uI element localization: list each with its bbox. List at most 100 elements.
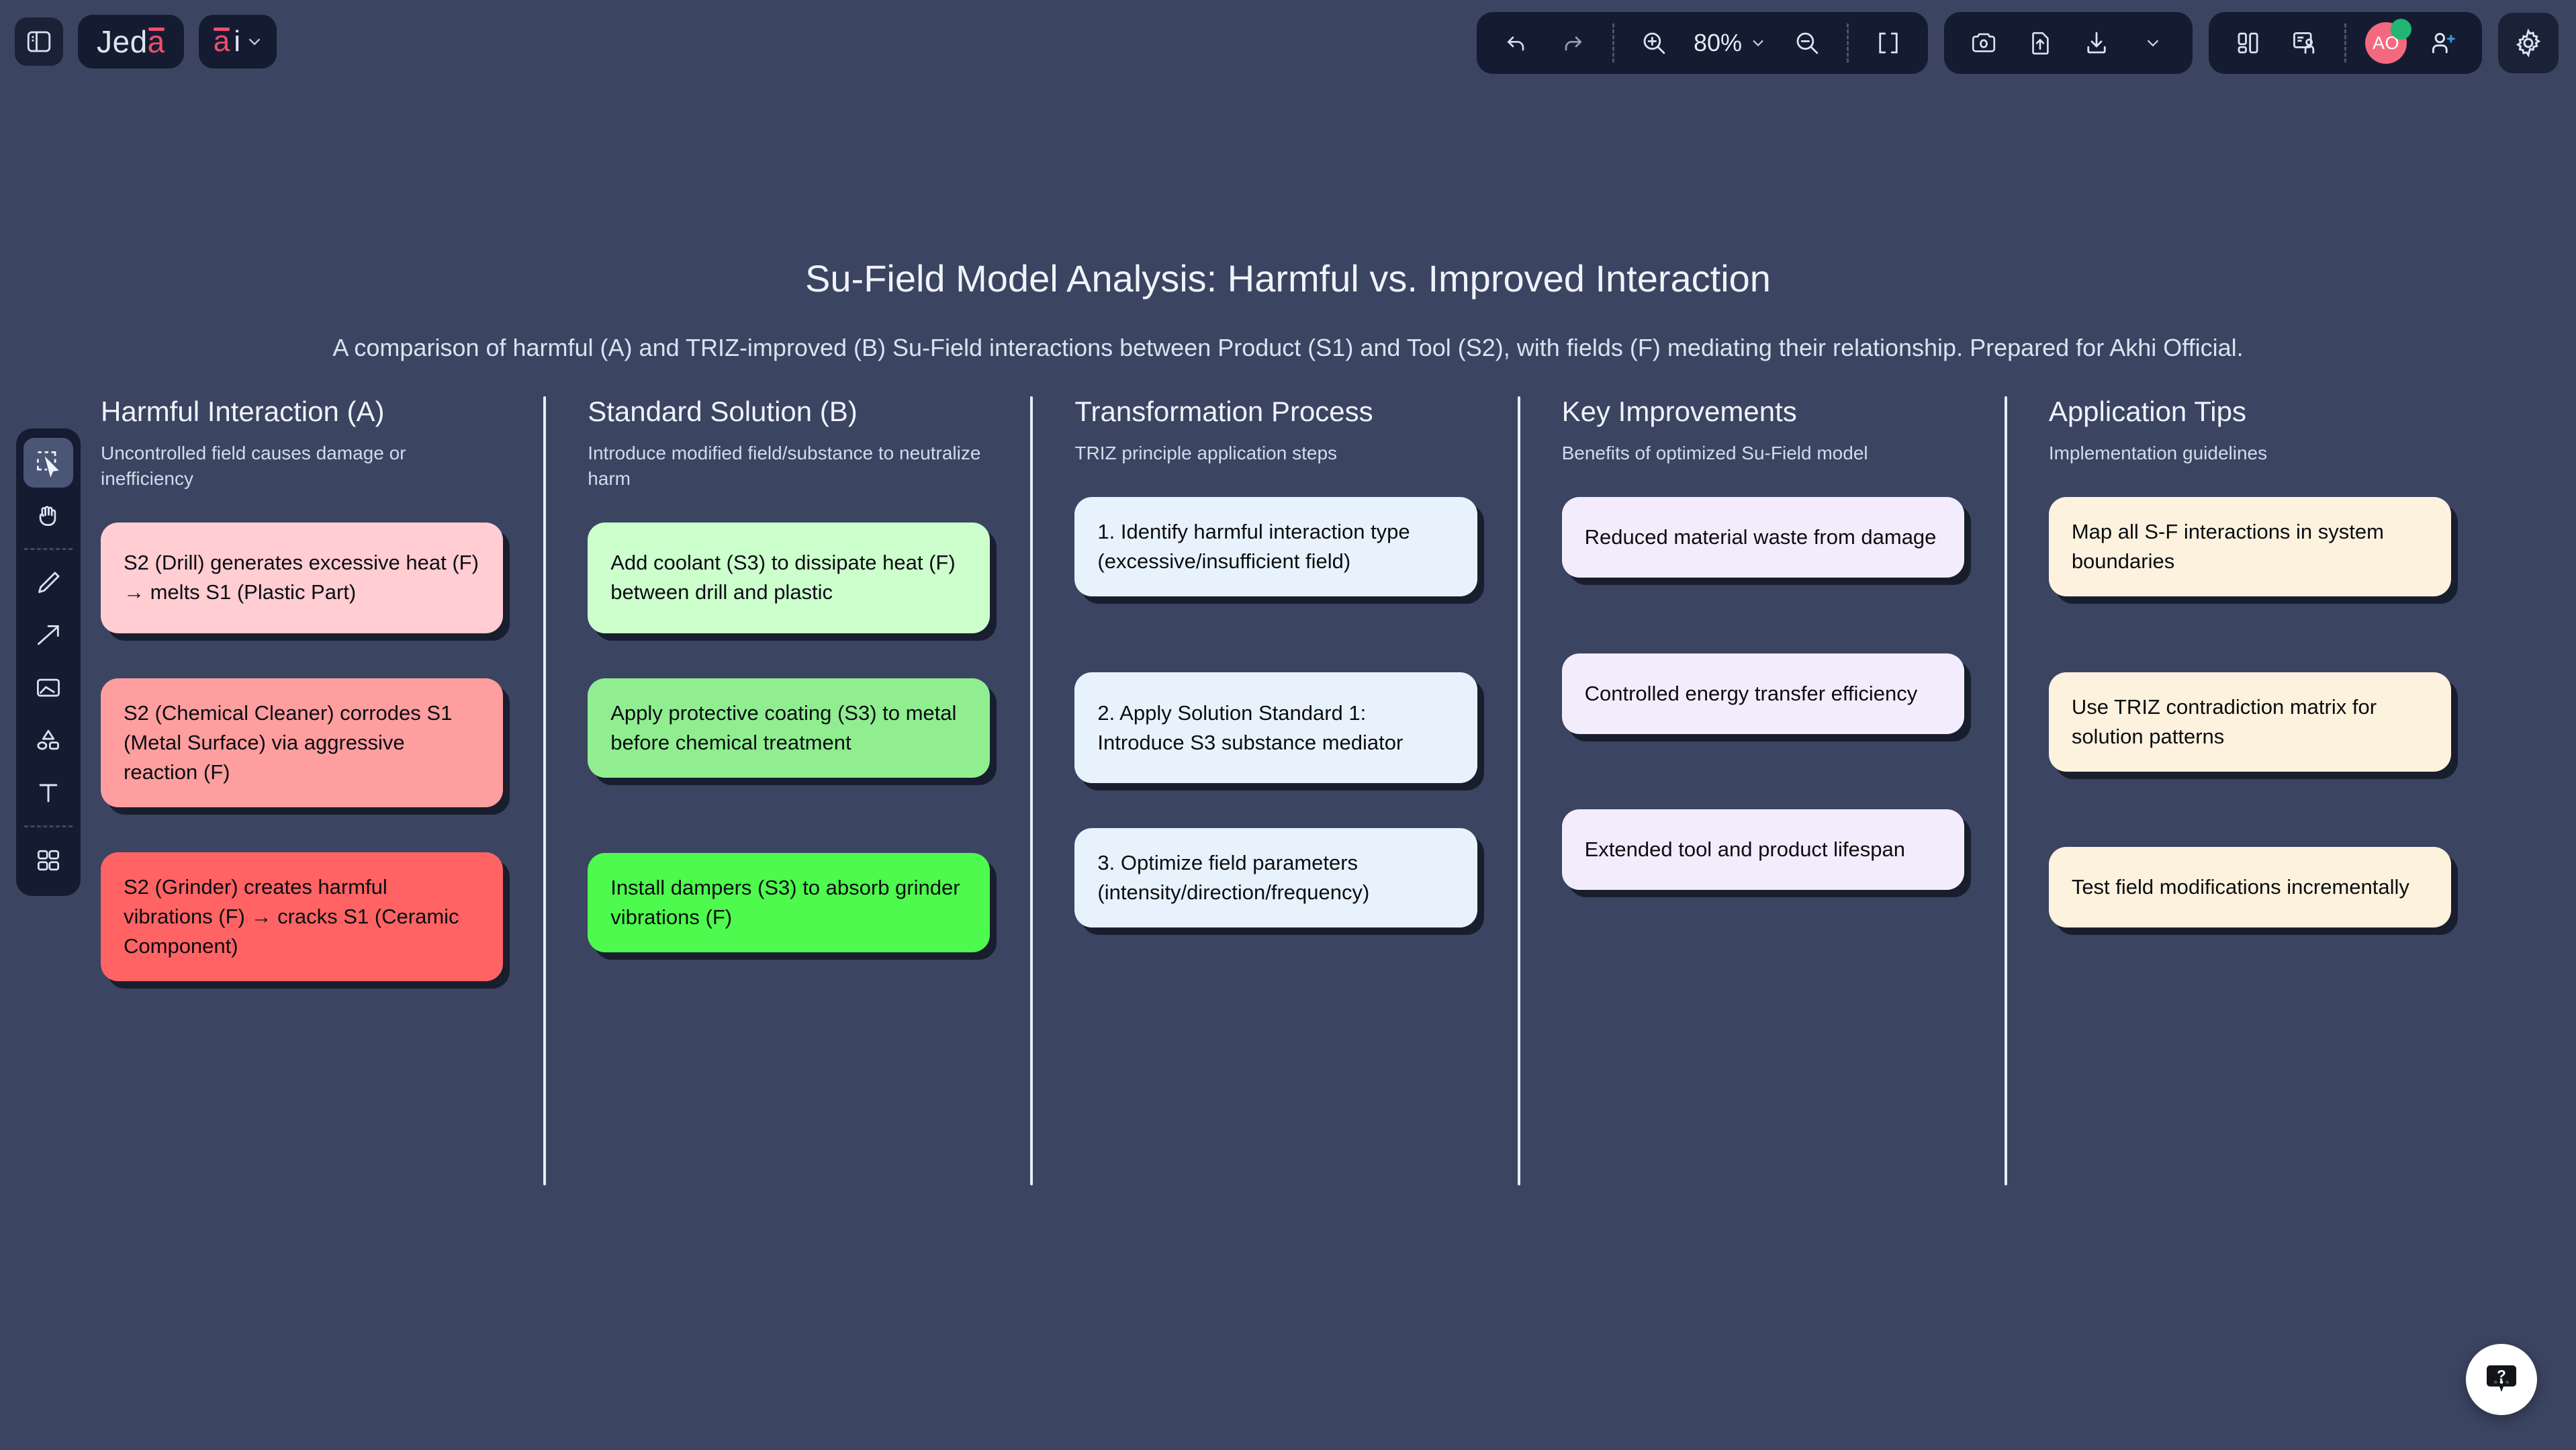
sticky-card[interactable]: S2 (Chemical Cleaner) corrodes S1 (Metal… [101, 678, 504, 807]
fit-screen-button[interactable] [1864, 19, 1913, 66]
sticky-card-text: 3. Optimize field parameters (intensity/… [1097, 851, 1370, 905]
redo-button[interactable] [1548, 19, 1598, 66]
shape-tool[interactable] [24, 715, 73, 765]
select-tool[interactable] [24, 438, 73, 488]
zoom-level-select[interactable]: 80% [1686, 29, 1776, 57]
settings-button[interactable] [2498, 13, 2559, 73]
hand-tool[interactable] [24, 490, 73, 540]
grid-tool[interactable] [24, 835, 73, 885]
column-divider [1517, 396, 1520, 1185]
sticky-card[interactable]: Use TRIZ contradiction matrix for soluti… [2048, 672, 2452, 772]
sticky-card[interactable]: Add coolant (S3) to dissipate heat (F) b… [588, 522, 991, 633]
sidebar-toggle-button[interactable] [15, 17, 63, 66]
sticky-card[interactable]: Controlled energy transfer efficiency [1561, 653, 1964, 734]
sticky-card-text: Map all S-F interactions in system bound… [2071, 519, 2384, 573]
avatar[interactable]: AO [2361, 19, 2411, 66]
sticky-card[interactable]: Extended tool and product lifespan [1561, 809, 1964, 890]
shapes-icon [34, 725, 63, 755]
card-list: Map all S-F interactions in system bound… [2048, 496, 2452, 928]
undo-button[interactable] [1491, 19, 1541, 66]
sticky-card-text: Extended tool and product lifespan [1584, 837, 1906, 861]
toolbar-divider [2344, 24, 2346, 62]
sticky-card[interactable]: Install dampers (S3) to absorb grinder v… [588, 852, 991, 952]
arrow-tool[interactable] [24, 610, 73, 660]
layout-button[interactable] [2223, 19, 2273, 66]
add-user-icon [2428, 28, 2457, 58]
zoom-in-button[interactable] [1629, 19, 1679, 66]
sticky-card[interactable]: 1. Identify harmful interaction type (ex… [1074, 496, 1477, 597]
tool-divider [24, 825, 73, 827]
download-button[interactable] [2072, 19, 2121, 66]
toolbar-divider [1847, 24, 1849, 62]
add-member-button[interactable] [2418, 19, 2467, 66]
screenshot-button[interactable] [1959, 19, 2009, 66]
panel-toggle-icon [25, 28, 53, 56]
undo-icon [1503, 30, 1530, 56]
sticky-card-text: Use TRIZ contradiction matrix for soluti… [2071, 695, 2377, 749]
board-column: Harmful Interaction (A)Uncontrolled fiel… [101, 396, 543, 1189]
redo-icon [1559, 30, 1586, 56]
brand-name: Jed [97, 24, 148, 59]
download-menu-button[interactable] [2128, 19, 2178, 66]
sticky-card[interactable]: Test field modifications incrementally [2048, 847, 2452, 928]
column-divider [2004, 396, 2007, 1185]
tool-divider [24, 548, 73, 550]
board-column: Standard Solution (B)Introduce modified … [543, 396, 1030, 1189]
page-title: Su-Field Model Analysis: Harmful vs. Imp… [805, 257, 1771, 300]
sticky-card-text: S2 (Drill) generates excessive heat (F) … [124, 551, 479, 604]
sticky-card[interactable]: 3. Optimize field parameters (intensity/… [1074, 828, 1477, 928]
sticky-card-text: S2 (Chemical Cleaner) corrodes S1 (Metal… [124, 700, 453, 784]
card-list: S2 (Drill) generates excessive heat (F) … [101, 522, 504, 981]
column-divider [1030, 396, 1033, 1185]
sticky-card-text: Controlled energy transfer efficiency [1584, 681, 1918, 705]
tool-rail [16, 428, 81, 896]
sticky-card-text: Install dampers (S3) to absorb grinder v… [610, 875, 960, 929]
presentation-button[interactable] [2280, 19, 2330, 66]
sticky-card[interactable]: S2 (Grinder) creates harmful vibrations … [101, 852, 504, 981]
gear-icon [2513, 28, 2544, 58]
zoom-in-icon [1640, 29, 1668, 57]
column-subtitle: TRIZ principle application steps [1074, 443, 1338, 464]
arrow-icon [34, 621, 63, 650]
sticky-card[interactable]: Apply protective coating (S3) to metal b… [588, 678, 991, 778]
sticky-card-text: Test field modifications incrementally [2071, 875, 2409, 899]
grid-icon [34, 846, 63, 875]
chevron-down-icon [2143, 33, 2163, 53]
presenter-icon [2290, 28, 2319, 58]
online-status-dot [2391, 19, 2411, 40]
camera-icon [1970, 29, 1998, 57]
select-cursor-icon [34, 448, 63, 478]
column-title: Transformation Process [1074, 396, 1373, 427]
zoom-out-button[interactable] [1782, 19, 1832, 66]
sticky-card[interactable]: Reduced material waste from damage [1561, 496, 1964, 578]
sticky-card[interactable]: 2. Apply Solution Standard 1: Introduce … [1074, 672, 1477, 784]
sticky-card-text: Add coolant (S3) to dissipate heat (F) b… [610, 551, 956, 604]
text-tool[interactable] [24, 768, 73, 817]
fit-screen-icon [1874, 29, 1902, 57]
column-title: Standard Solution (B) [588, 396, 858, 427]
column-title: Application Tips [2048, 396, 2246, 427]
image-tool[interactable] [24, 663, 73, 713]
sticky-card-text: Apply protective coating (S3) to metal b… [610, 700, 957, 754]
card-list: 1. Identify harmful interaction type (ex… [1074, 496, 1477, 928]
upload-icon [2026, 29, 2054, 57]
pencil-tool[interactable] [24, 558, 73, 608]
page-subtitle: A comparison of harmful (A) and TRIZ-imp… [332, 334, 2244, 361]
ai-label-i: i [234, 25, 241, 58]
zoom-level-value: 80% [1693, 29, 1742, 56]
help-button[interactable]: ? [2466, 1344, 2537, 1415]
sticky-card[interactable]: Map all S-F interactions in system bound… [2048, 496, 2452, 597]
board-columns: Harmful Interaction (A)Uncontrolled fiel… [101, 396, 2491, 1189]
sticky-card[interactable]: S2 (Drill) generates excessive heat (F) … [101, 522, 504, 633]
upload-button[interactable] [2015, 19, 2065, 66]
column-subtitle: Benefits of optimized Su-Field model [1561, 443, 1868, 464]
history-zoom-group: 80% [1476, 12, 1928, 74]
brand-accent-letter: a [147, 24, 165, 59]
